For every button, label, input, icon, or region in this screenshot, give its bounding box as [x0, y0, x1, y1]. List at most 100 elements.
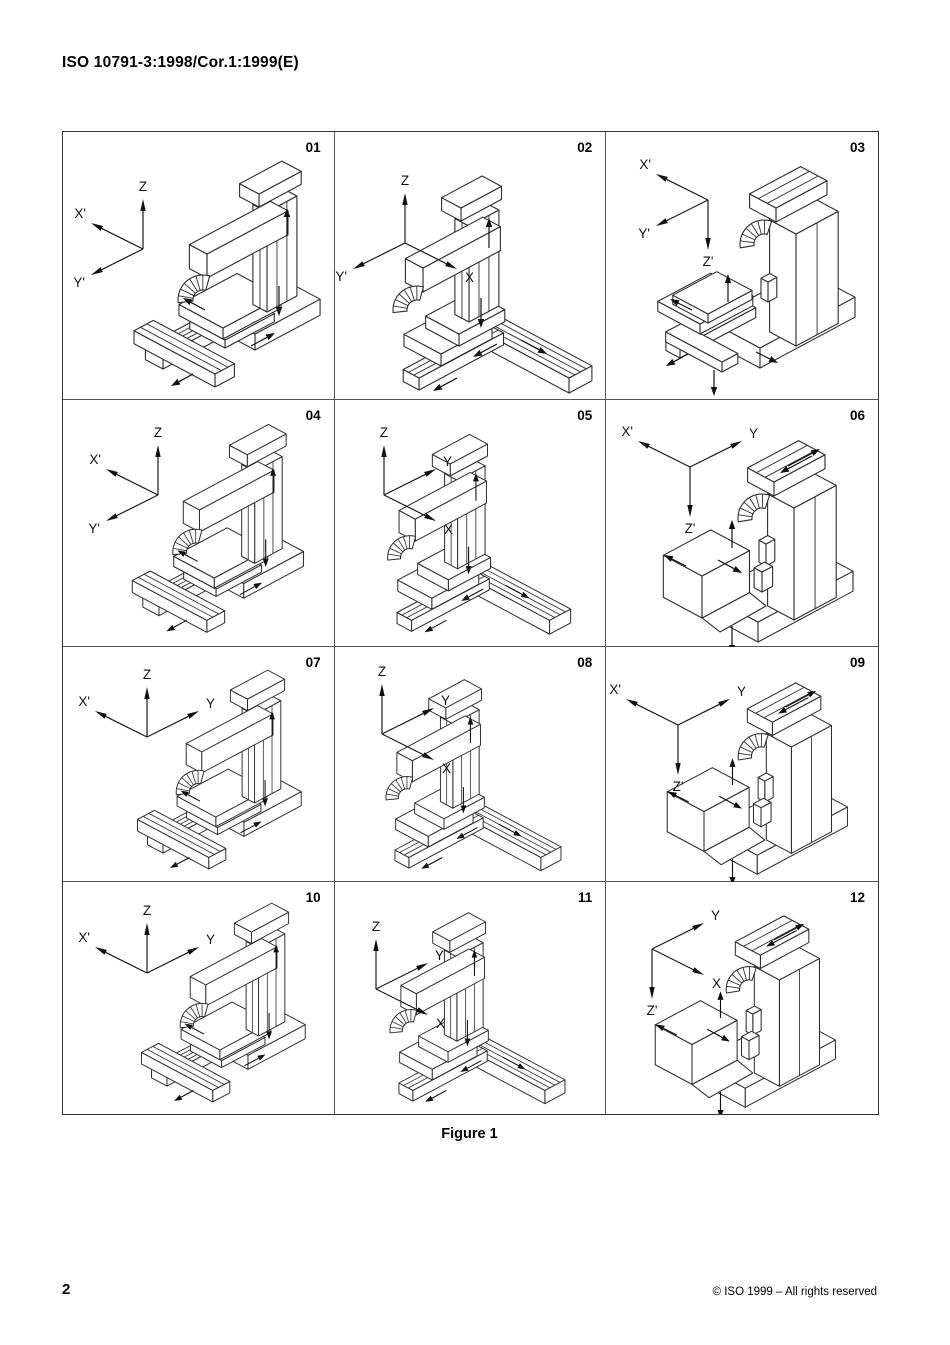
- panel-number: 04: [305, 408, 321, 423]
- axis-label-lower-right: X: [444, 522, 453, 537]
- machine-drawing-fixed-column-with-box-table: [663, 440, 854, 647]
- panel-number: 03: [849, 140, 865, 155]
- axis-label-up: Z: [380, 425, 388, 440]
- axis-label-lower-right: X: [465, 270, 474, 285]
- axis-label-upper-left: X': [610, 682, 622, 697]
- machine-diagram-02: Z Y' X: [335, 173, 593, 394]
- axis-label-upper-right: Y: [443, 454, 452, 469]
- axis-triad: X' Y Z': [622, 424, 759, 536]
- axis-triad: Z X' Y': [73, 179, 147, 290]
- panel-number: 09: [849, 655, 865, 670]
- machine-diagram-04: Z X' Y': [88, 423, 305, 633]
- panel-number: 02: [577, 140, 593, 155]
- axis-label-upper-left: X': [74, 206, 86, 221]
- axis-label-down: Z': [647, 1003, 658, 1018]
- axis-label-upper-right: Y: [749, 426, 758, 441]
- machine-drawing-fixed-column-with-box-table: [655, 915, 837, 1114]
- axis-label-down: Z': [703, 254, 714, 269]
- panel-number: 01: [305, 140, 321, 155]
- panel-number: 12: [849, 890, 865, 905]
- axis-triad: Z Y X: [380, 425, 453, 537]
- page-header: ISO 10791-3:1998/Cor.1:1999(E): [62, 54, 299, 71]
- machine-diagram-07: Z X' Y: [78, 667, 302, 870]
- machine-drawing-column-head-with-cross-table: [131, 423, 305, 633]
- machine-drawing-column-head-with-cross-table: [133, 160, 321, 388]
- axis-label-up: Z: [139, 179, 147, 194]
- axis-triad: X' Y Z': [610, 682, 747, 794]
- axis-label-up: Z: [143, 903, 151, 918]
- axis-label-upper-left: X': [640, 157, 652, 172]
- axis-label-down: Z': [673, 779, 684, 794]
- axis-label-lower-right: X: [436, 1016, 445, 1031]
- page-number: 2: [62, 1281, 71, 1298]
- panel-number: 05: [577, 408, 593, 423]
- axis-label-upper-right: Y: [711, 908, 720, 923]
- panel-number: 08: [577, 655, 593, 670]
- panel-number: 06: [849, 408, 865, 423]
- machine-drawing-column-on-cross-bed-with-side-table: [386, 433, 571, 635]
- axis-label-upper-right: Y: [206, 696, 215, 711]
- axis-label-up: Z: [154, 425, 162, 440]
- figure-caption: Figure 1: [441, 1126, 498, 1142]
- panel-number: 07: [305, 655, 321, 670]
- axis-label-upper-right: Y: [435, 948, 444, 963]
- axis-label-lower-right: X: [442, 761, 451, 776]
- machine-drawing-fixed-column-with-cross-slide-table: [657, 166, 856, 396]
- machine-diagram-11: Z Y X: [372, 912, 566, 1105]
- machine-drawing-fixed-column-with-box-table: [667, 682, 849, 882]
- machine-diagram-03: X'Y'Z': [639, 157, 856, 396]
- axis-triad: Z Y X: [378, 664, 451, 776]
- axis-label-upper-left: X': [622, 424, 634, 439]
- axis-label-upper-left: X': [78, 930, 90, 945]
- axis-label-lower-right: X: [712, 976, 721, 991]
- machine-drawing-column-on-cross-bed-with-side-table: [392, 175, 593, 394]
- machine-diagram-10: ZX'Y: [78, 902, 306, 1103]
- axis-triad: Z X' Y: [78, 667, 215, 738]
- machine-drawing-column-on-cross-bed-with-side-table: [389, 912, 566, 1105]
- machine-drawing-column-head-with-cross-table: [140, 902, 306, 1103]
- axis-label-upper-left: X': [78, 694, 90, 709]
- machine-diagram-08: Z Y X: [378, 664, 562, 872]
- axis-label-up: Z: [143, 667, 151, 682]
- machine-drawing-column-on-cross-bed-with-side-table: [385, 679, 562, 872]
- axis-triad: Y X Z': [647, 908, 721, 1018]
- axis-label-up: Z: [401, 173, 409, 188]
- axis-label-lower-left: Y': [73, 275, 85, 290]
- axis-label-up: Z: [372, 919, 380, 934]
- machine-diagram-09: X' Y Z': [610, 682, 849, 882]
- axis-label-upper-left: X': [89, 452, 101, 467]
- axis-label-lower-left: Y': [88, 521, 100, 536]
- axis-label-lower-left: Y': [335, 269, 347, 284]
- machine-drawing-column-head-with-cross-table: [136, 669, 302, 870]
- axis-label-upper-right: Y: [441, 693, 450, 708]
- axis-triad: Z Y' X: [335, 173, 474, 285]
- axis-triad: X'Y'Z': [639, 157, 714, 269]
- axis-triad: Z X' Y': [88, 425, 162, 536]
- panel-number: 11: [578, 890, 593, 905]
- axis-label-upper-right: Y: [737, 684, 746, 699]
- axis-label-down: Z': [685, 521, 696, 536]
- machine-diagram-05: Z Y X: [380, 425, 571, 635]
- panel-number: 10: [305, 890, 321, 905]
- axis-triad: Z Y X: [372, 919, 445, 1031]
- axis-label-up: Z: [378, 664, 386, 679]
- axis-triad: ZX'Y: [78, 903, 215, 974]
- machine-diagram-12: Y X Z': [647, 908, 837, 1114]
- machine-diagram-06: X' Y Z': [622, 424, 854, 647]
- copyright-notice: © ISO 1999 – All rights reserved: [712, 1286, 877, 1298]
- machine-diagram-01: Z X' Y': [73, 160, 321, 388]
